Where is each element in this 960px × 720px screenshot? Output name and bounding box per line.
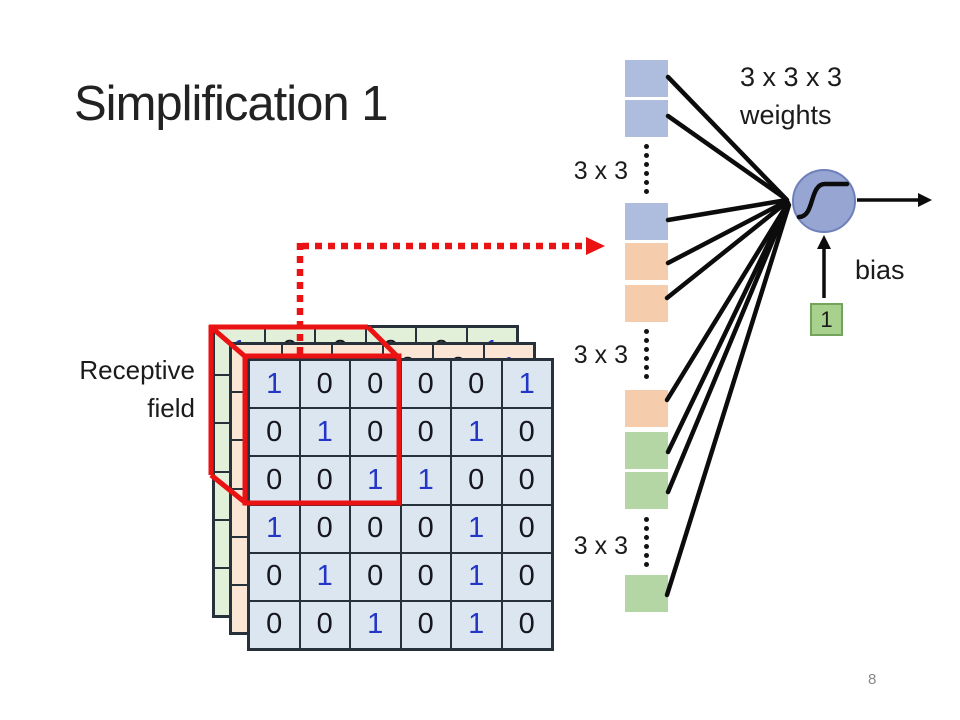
weight-square-orange — [625, 243, 668, 280]
receptive-field-label-line1: Receptive — [79, 355, 195, 385]
weight-square-green — [625, 472, 668, 509]
ellipsis-dots-icon — [644, 517, 650, 567]
output-arrow-icon — [857, 193, 932, 207]
matrix-cell: 0 — [249, 552, 300, 601]
dot — [644, 553, 649, 558]
matrix-cell: 0 — [299, 360, 350, 409]
matrix-cell: 0 — [350, 408, 401, 457]
page-number: 8 — [868, 671, 877, 688]
matrix-cell: 0 — [249, 456, 300, 505]
matrix-cell: 0 — [249, 408, 300, 457]
matrix-cell: 0 — [400, 504, 451, 553]
weight-square-green — [625, 432, 668, 469]
sigmoid-icon — [796, 181, 850, 220]
matrix-cell: 1 — [451, 504, 502, 553]
dot — [644, 162, 649, 167]
weight-square-blue — [625, 203, 668, 240]
matrix-cell: 1 — [249, 504, 300, 553]
matrix-cell: 0 — [400, 552, 451, 601]
matrix-cell: 0 — [350, 504, 401, 553]
bias-label: bias — [855, 255, 905, 285]
receptive-field-label-line2: field — [147, 393, 195, 423]
dot — [644, 347, 649, 352]
matrix-cell: 0 — [299, 600, 350, 649]
dot — [644, 517, 649, 522]
dot — [644, 365, 649, 370]
weight-square-blue — [625, 60, 668, 97]
weight-square-green — [625, 575, 668, 612]
group-size-label-bottom: 3 x 3 — [573, 532, 628, 560]
matrix-cell: 0 — [249, 600, 300, 649]
bias-value: 1 — [820, 306, 833, 332]
matrix-cell: 1 — [501, 360, 552, 409]
weight-square-orange — [625, 390, 668, 427]
matrix-cell: 0 — [299, 504, 350, 553]
dot — [644, 338, 649, 343]
matrix-cell: 1 — [451, 408, 502, 457]
dot — [644, 329, 649, 334]
group-size-label-middle: 3 x 3 — [573, 341, 628, 369]
dot — [644, 374, 649, 379]
red-arrowhead — [586, 237, 605, 255]
dot — [644, 153, 649, 158]
matrix-cell: 0 — [400, 408, 451, 457]
dot — [644, 535, 649, 540]
connection-lines — [664, 74, 792, 598]
bias-value-box: 1 — [810, 303, 843, 336]
matrix-cell: 0 — [501, 600, 552, 649]
ellipsis-dots-icon — [644, 144, 650, 194]
weight-square-orange — [625, 285, 668, 322]
matrix-cell: 0 — [350, 552, 401, 601]
matrix-cell: 0 — [501, 456, 552, 505]
ellipsis-dots-icon — [644, 329, 650, 379]
dot — [644, 189, 649, 194]
matrix-cell: 0 — [451, 456, 502, 505]
neuron — [792, 169, 856, 233]
matrix-cell: 1 — [451, 600, 502, 649]
dot — [644, 144, 649, 149]
matrix-cell: 1 — [350, 456, 401, 505]
matrix-cell: 0 — [451, 360, 502, 409]
weight-square-blue — [625, 100, 668, 137]
dot — [644, 171, 649, 176]
matrix-cell: 0 — [501, 408, 552, 457]
weights-label-line2: weights — [740, 100, 832, 130]
neuron-body — [792, 169, 856, 233]
matrix-cell: 1 — [299, 552, 350, 601]
matrix-cell: 1 — [451, 552, 502, 601]
weights-label: 3 x 3 x 3 weights — [740, 58, 842, 134]
matrix-cell: 1 — [350, 600, 401, 649]
dot — [644, 180, 649, 185]
dot — [644, 544, 649, 549]
matrix-cell: 1 — [299, 408, 350, 457]
matrix-cell: 1 — [249, 360, 300, 409]
matrix-cell: 0 — [400, 600, 451, 649]
matrix-cell: 0 — [299, 456, 350, 505]
slide-title: Simplification 1 — [74, 77, 389, 131]
weights-label-line1: 3 x 3 x 3 — [740, 62, 843, 92]
group-size-label-top: 3 x 3 — [573, 157, 628, 185]
receptive-field-label: Receptive field — [30, 351, 195, 427]
dot — [644, 562, 649, 567]
matrix-cell: 0 — [501, 552, 552, 601]
dot — [644, 356, 649, 361]
matrix-cell: 0 — [350, 360, 401, 409]
matrix-cell: 0 — [501, 504, 552, 553]
dot — [644, 526, 649, 531]
matrix-cell: 1 — [400, 456, 451, 505]
bias-arrow-icon — [817, 235, 831, 298]
matrix-cell: 0 — [400, 360, 451, 409]
